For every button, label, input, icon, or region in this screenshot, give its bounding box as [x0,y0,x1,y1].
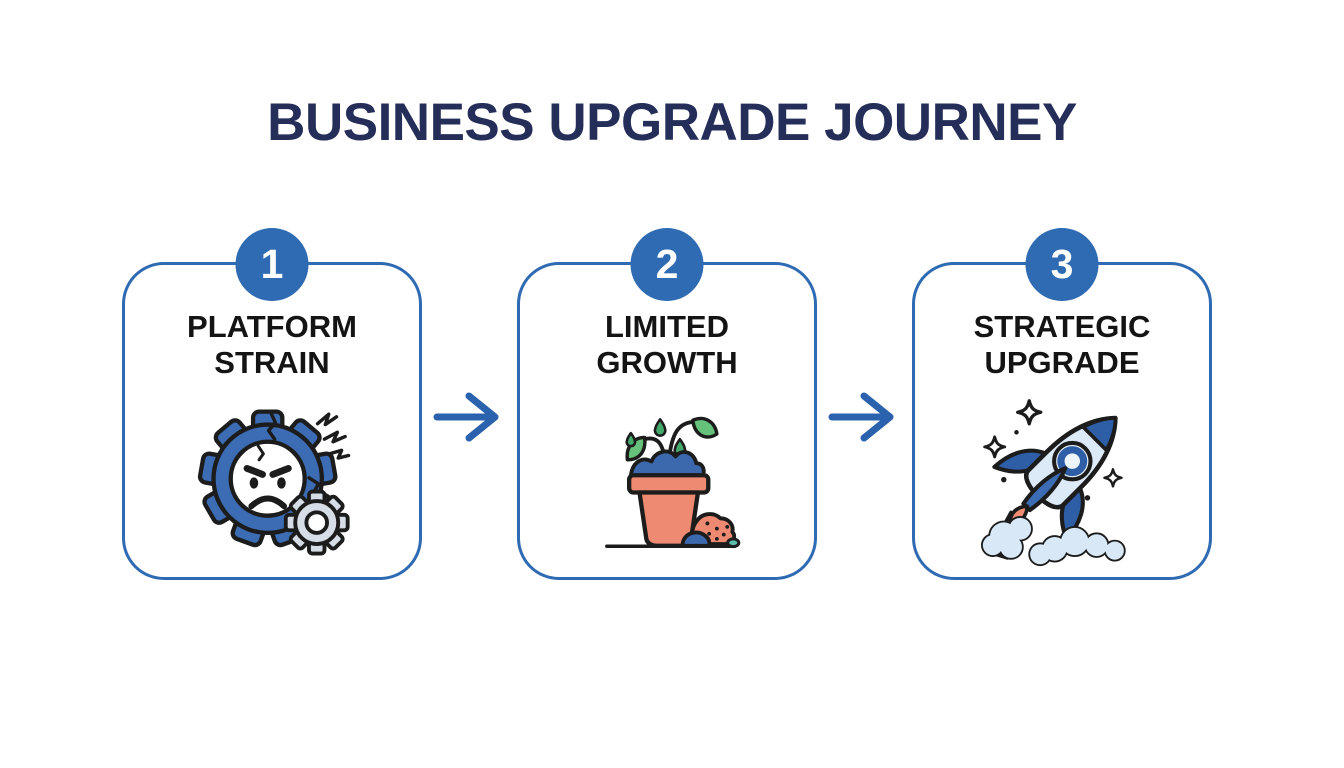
step-card-limited-growth: 2 LIMITED GROWTH [517,228,817,580]
step-number: 1 [260,241,284,287]
step-1-number-badge: 1 [235,228,309,301]
step-2-label: LIMITED GROWTH [596,309,738,380]
arrow-right-icon-svg [828,392,894,442]
step-number: 3 [1050,241,1074,287]
arrow-right-icon [828,389,900,445]
strained-gear-icon-svg [197,409,351,556]
step-card-strategic-upgrade: 3 STRATEGIC UPGRADE [912,228,1212,580]
strained-gear-icon [186,391,358,563]
rocket-launch-icon-svg [981,399,1126,567]
step-3-label: STRATEGIC UPGRADE [973,309,1151,380]
wilting-plant-icon-svg [605,416,741,549]
step-2-number-badge: 2 [630,228,704,301]
rocket-launch-icon [971,385,1153,567]
step-number: 2 [655,241,679,287]
arrow-right-icon-svg [433,392,499,442]
wilting-plant-icon [581,391,753,563]
step-card-platform-strain: 1 PLATFORM STRAIN [122,228,422,580]
step-3-number-badge: 3 [1025,228,1099,301]
page-title: BUSINESS UPGRADE JOURNEY [267,93,1077,152]
arrow-right-icon [433,389,505,445]
step-1-label: PLATFORM STRAIN [187,309,357,380]
